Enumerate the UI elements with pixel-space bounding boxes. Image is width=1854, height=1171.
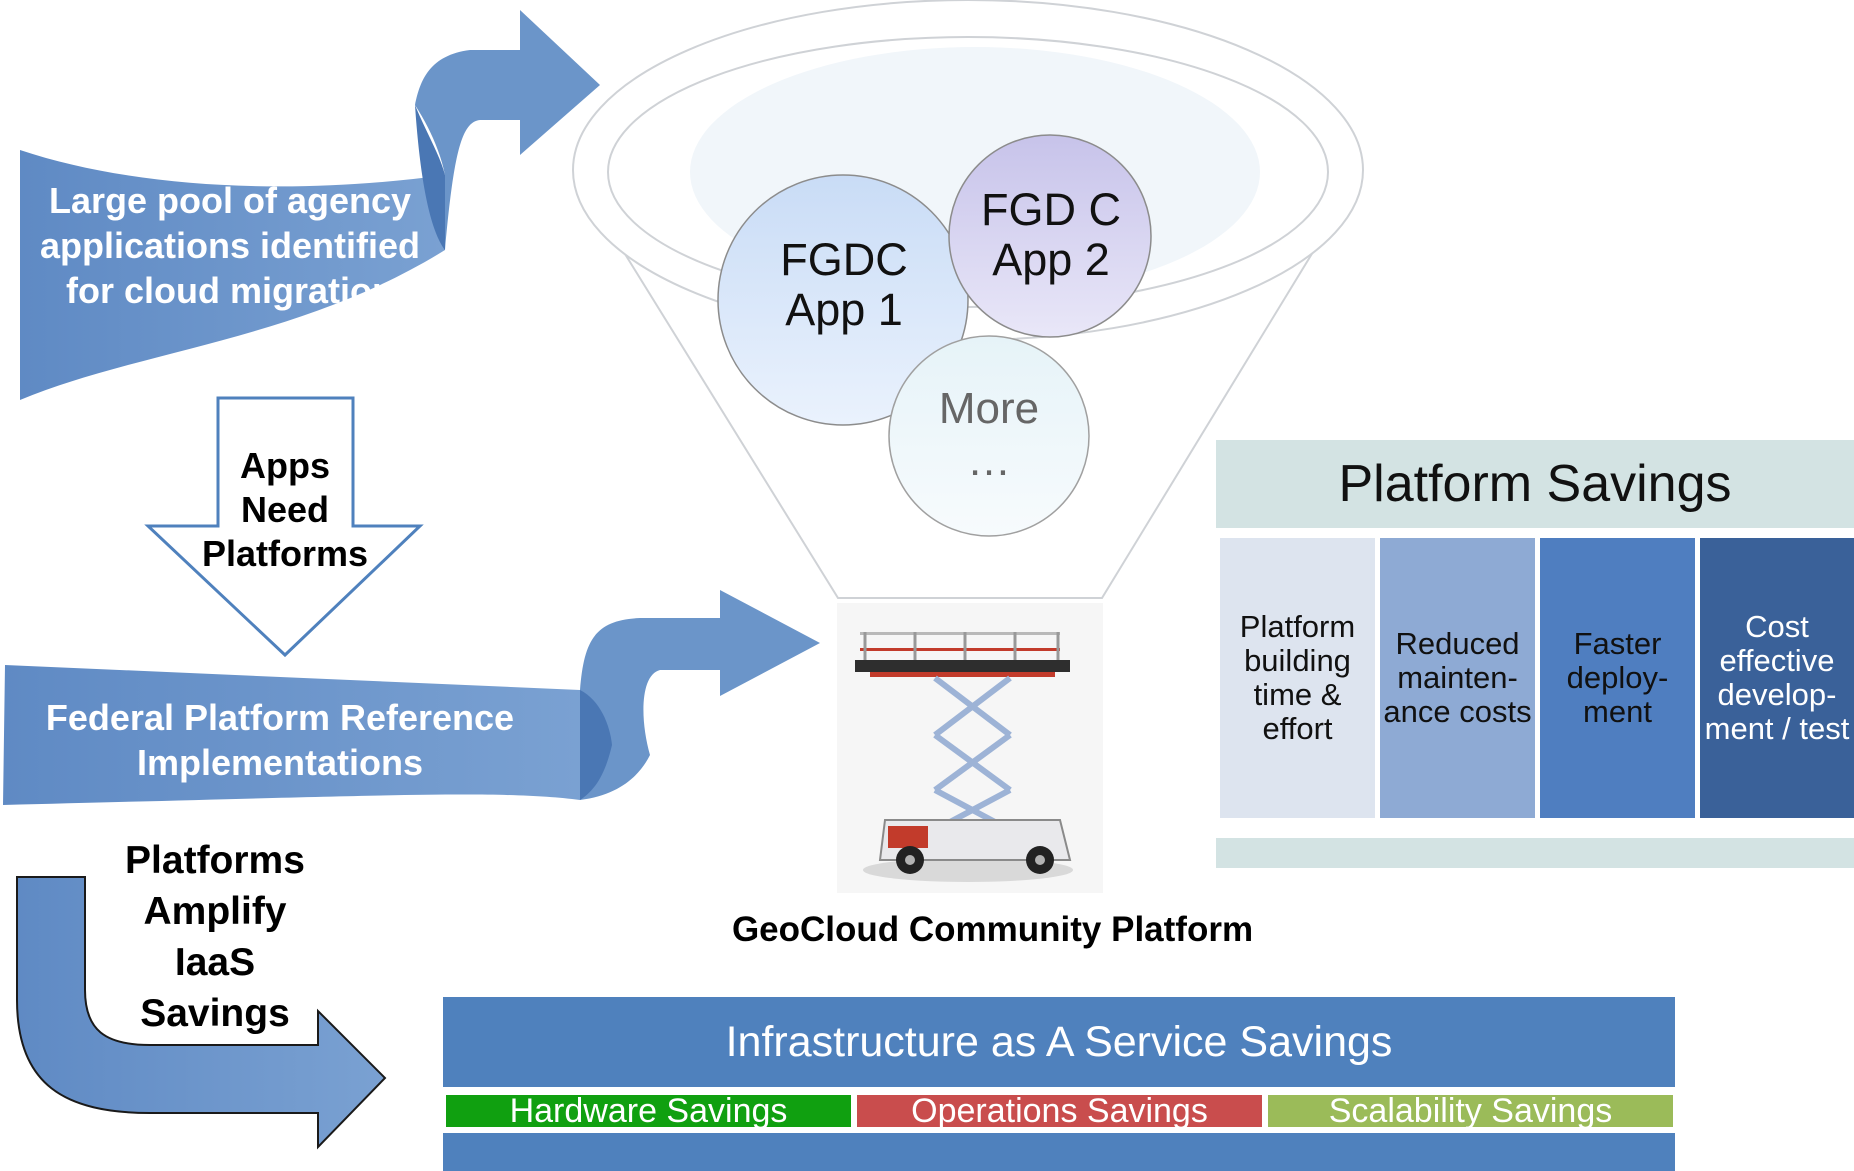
platform-savings-title: Platform Savings [1216, 440, 1854, 528]
savings-item-faster-deployment: Faster deploy- ment [1540, 538, 1695, 818]
apps-need-platforms-label: Apps Need Platforms [201, 445, 369, 574]
amplify-label: Platforms Amplify IaaS Savings [125, 839, 305, 1035]
iaas-item-hardware: Hardware Savings [446, 1094, 851, 1128]
iaas-title: Infrastructure as A Service Savings [443, 997, 1675, 1087]
scissor-lift-image [837, 603, 1103, 893]
savings-item-cost-effective: Cost effective develop- ment / test [1700, 538, 1854, 818]
savings-item-platform-building: Platform building time & effort [1220, 538, 1375, 818]
bubble-label-more: More … [938, 384, 1040, 485]
platform-savings-panel: Platform Savings Platform building time … [1216, 440, 1854, 870]
bubble-more [888, 335, 1090, 537]
iaas-item-operations: Operations Savings [857, 1094, 1262, 1128]
federal-platform-label: Federal Platform Reference Implementatio… [45, 697, 515, 783]
iaas-item-scalability: Scalability Savings [1268, 1094, 1673, 1128]
bubble-label-app-1: FGDC App 1 [780, 234, 908, 335]
ribbon-arrow-top [20, 10, 600, 400]
bent-arrow [16, 876, 387, 1150]
platform-caption: GeoCloud Community Platform [731, 910, 1254, 949]
iaas-panel: Infrastructure as A Service Savings Hard… [443, 997, 1675, 1171]
iaas-base-bar [443, 1133, 1675, 1171]
ribbon-arrow-federal [3, 590, 820, 805]
bubble-fgdc-app-1 [717, 174, 969, 426]
bubble-fgdc-app-2 [948, 134, 1152, 338]
bubble-label-app-2: FGD C App 2 [981, 184, 1121, 285]
platform-savings-base-bar [1216, 838, 1854, 868]
down-arrow [144, 396, 424, 658]
savings-item-reduced-maintenance: Reduced mainten- ance costs [1380, 538, 1535, 818]
pool-label: Large pool of agency applications identi… [39, 179, 421, 311]
